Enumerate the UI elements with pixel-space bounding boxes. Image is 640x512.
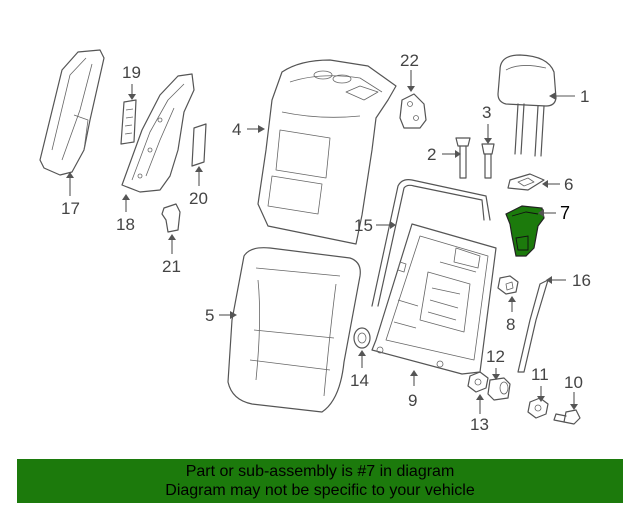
- callout-11: 11: [531, 365, 549, 384]
- callout-4: 4: [232, 120, 241, 139]
- callout-17: 17: [61, 199, 80, 218]
- part-11-nut: [527, 397, 549, 419]
- part-14-washer: [353, 327, 371, 349]
- callout-arrows: [66, 70, 578, 414]
- part-17-side-trim: [39, 49, 105, 176]
- banner-line-2: Diagram may not be specific to your vehi…: [165, 482, 475, 499]
- part-7-shape: [505, 205, 545, 257]
- callout-1: 1: [580, 87, 589, 106]
- part-6-guide: [507, 173, 545, 191]
- part-16-rod: [517, 279, 549, 373]
- part-18-bracket: [121, 73, 195, 193]
- part-21-clip: [161, 203, 181, 233]
- callout-22: 22: [400, 51, 419, 70]
- callout-19: 19: [122, 63, 141, 82]
- part-8-bolt: [497, 275, 519, 295]
- part-3-stud: [481, 143, 495, 179]
- callout-6: 6: [564, 175, 573, 194]
- callout-3: 3: [482, 103, 491, 122]
- part-7-highlighted: [505, 205, 545, 257]
- part-2-bolt: [455, 137, 471, 179]
- callout-7: 7: [560, 203, 570, 223]
- part-19-pad: [120, 99, 137, 145]
- callout-15: 15: [354, 216, 373, 235]
- part-1-headrest: [497, 54, 557, 157]
- callout-18: 18: [116, 215, 135, 234]
- callout-labels: 1 2 3 4 5 6 7 8 9 10 11 12 13 14 15 16 1…: [61, 51, 591, 434]
- part-12-bushing: [487, 377, 511, 401]
- callout-9: 9: [408, 391, 417, 410]
- part-22-hinge: [399, 93, 427, 129]
- part-4-seat-back: [257, 59, 397, 245]
- callout-21: 21: [162, 257, 181, 276]
- callout-12: 12: [486, 347, 505, 366]
- part-15-wire: [371, 179, 491, 307]
- part-5-seat-cushion: [227, 247, 361, 413]
- callout-16: 16: [572, 271, 591, 290]
- callout-13: 13: [470, 415, 489, 434]
- banner-line-1: Part or sub-assembly is #7 in diagram: [185, 463, 455, 480]
- callout-14: 14: [350, 371, 369, 390]
- part-13-nut: [467, 371, 489, 393]
- callout-8: 8: [506, 315, 515, 334]
- part-10-screw: [553, 409, 581, 425]
- callout-10: 10: [564, 373, 583, 392]
- part-9-frame: [371, 223, 497, 375]
- callout-20: 20: [189, 189, 208, 208]
- part-20-strip: [191, 123, 207, 167]
- callout-2: 2: [427, 145, 436, 164]
- callout-5: 5: [205, 306, 214, 325]
- diagram-note-banner: Part or sub-assembly is #7 in diagram Di…: [17, 459, 623, 503]
